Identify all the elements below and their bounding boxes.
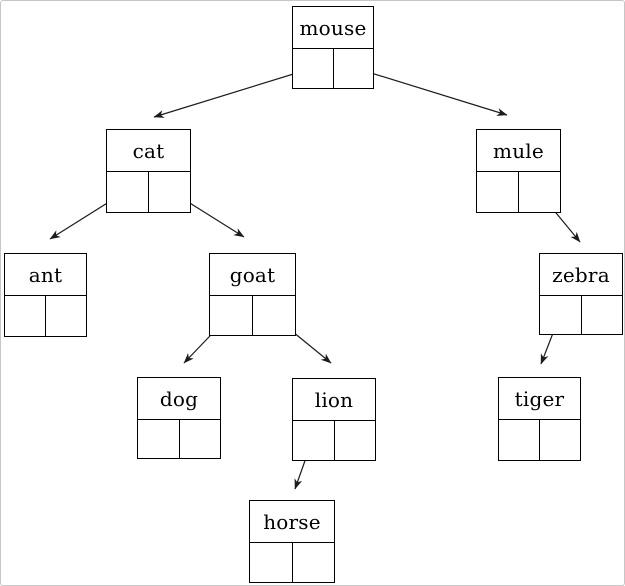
node-right-pointer-cell	[293, 543, 335, 582]
node-right-pointer-cell	[334, 49, 374, 88]
node-left-pointer-cell	[477, 172, 519, 212]
node-left-pointer-cell	[293, 421, 335, 460]
node-pointer-cells	[138, 420, 220, 458]
node-label-goat: goat	[210, 254, 295, 296]
tree-node-mule: mule	[476, 129, 561, 213]
node-label-lion: lion	[293, 379, 375, 421]
node-left-pointer-cell	[5, 296, 46, 336]
node-right-pointer-cell	[253, 296, 295, 335]
node-right-pointer-cell	[180, 420, 221, 458]
node-right-pointer-cell	[540, 420, 580, 460]
node-left-pointer-cell	[138, 420, 180, 458]
node-left-pointer-cell	[499, 420, 540, 460]
node-left-pointer-cell	[293, 49, 334, 88]
tree-node-mouse: mouse	[292, 6, 374, 89]
tree-node-lion: lion	[292, 378, 376, 461]
tree-node-dog: dog	[137, 377, 221, 459]
node-right-pointer-cell	[582, 296, 623, 334]
node-left-pointer-cell	[210, 296, 253, 335]
tree-node-tiger: tiger	[498, 377, 581, 461]
node-label-mouse: mouse	[293, 7, 373, 49]
node-right-pointer-cell	[149, 172, 190, 212]
node-pointer-cells	[5, 296, 86, 336]
node-label-dog: dog	[138, 378, 220, 420]
node-left-pointer-cell	[250, 543, 293, 582]
node-left-pointer-cell	[540, 296, 582, 334]
node-label-zebra: zebra	[540, 254, 622, 296]
tree-node-goat: goat	[209, 253, 296, 336]
node-label-ant: ant	[5, 254, 86, 296]
node-left-pointer-cell	[107, 172, 149, 212]
node-pointer-cells	[210, 296, 295, 335]
edge-mouse-cat-arrow	[153, 67, 314, 118]
edge-mouse-mule-arrow	[354, 67, 508, 116]
node-pointer-cells	[293, 421, 375, 460]
node-pointer-cells	[250, 543, 334, 582]
tree-node-ant: ant	[4, 253, 87, 337]
node-pointer-cells	[107, 172, 190, 212]
node-pointer-cells	[540, 296, 622, 334]
node-pointer-cells	[499, 420, 580, 460]
node-right-pointer-cell	[519, 172, 560, 212]
tree-node-cat: cat	[106, 129, 191, 213]
node-pointer-cells	[477, 172, 560, 212]
node-label-mule: mule	[477, 130, 560, 172]
node-label-tiger: tiger	[499, 378, 580, 420]
node-right-pointer-cell	[335, 421, 376, 460]
node-label-horse: horse	[250, 501, 334, 543]
tree-node-horse: horse	[249, 500, 335, 583]
tree-node-zebra: zebra	[539, 253, 623, 335]
node-label-cat: cat	[107, 130, 190, 172]
node-right-pointer-cell	[46, 296, 86, 336]
node-pointer-cells	[293, 49, 373, 88]
